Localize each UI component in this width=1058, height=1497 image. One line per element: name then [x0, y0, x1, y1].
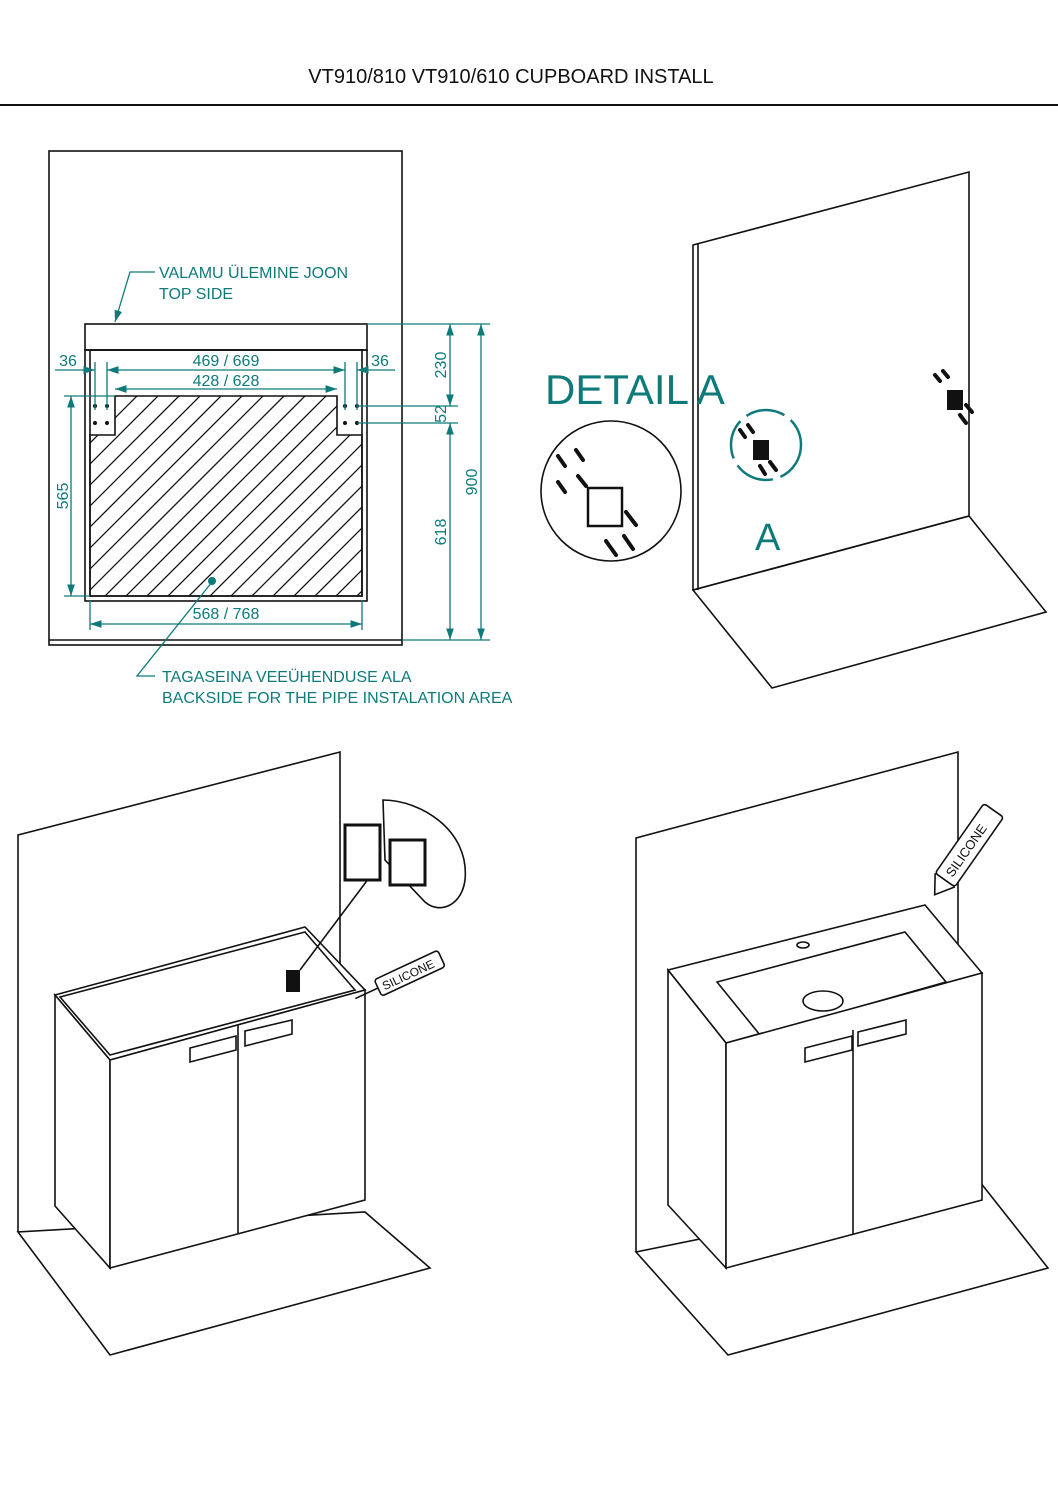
sink-install-view: SILICONE: [634, 750, 1050, 1356]
dim-lower-height: 618: [433, 519, 450, 546]
hatch-line: [90, 396, 270, 596]
hatch-line: [90, 396, 102, 596]
front-view: VALAMU ÜLEMINE JOON TOP SIDE TAGASEINA V…: [48, 150, 513, 707]
top-side-label-et: VALAMU ÜLEMINE JOON: [159, 264, 348, 282]
pipe-area-label-en: BACKSIDE FOR THE PIPE INSTALATION AREA: [162, 690, 513, 707]
hatch-line: [90, 396, 291, 596]
hatch-line: [289, 396, 362, 596]
dim-total-height: 900: [464, 469, 481, 496]
dim-bottom-width: 568 / 768: [193, 606, 260, 623]
detail-a-view: DETAIL A A: [540, 170, 1048, 689]
dim-height-left: 565: [55, 483, 72, 510]
hatch-line: [247, 396, 362, 596]
hatch-line: [90, 396, 249, 596]
dim-outer-width: 469 / 669: [193, 353, 260, 370]
hatch-line: [142, 396, 354, 596]
pipe-area: [89, 395, 363, 597]
detail-a-marker: A: [755, 517, 781, 559]
hatch-line: [100, 396, 312, 596]
hatch-line: [90, 396, 207, 596]
wall-outline: [48, 150, 403, 646]
bracket-icon: [586, 390, 963, 528]
dimension-lines: [55, 271, 490, 677]
screws-icon: [556, 369, 974, 557]
hatch-line: [90, 396, 186, 596]
hatch-line: [352, 396, 362, 596]
dim-top-gap: 230: [433, 352, 450, 379]
hatch-line: [90, 396, 165, 596]
dim-right-offset: 36: [371, 353, 389, 370]
page-title: VT910/810 VT910/610 CUPBOARD INSTALL: [308, 66, 713, 88]
hatch-line: [310, 396, 362, 596]
hatch-line: [121, 396, 333, 596]
hatch-line: [90, 396, 228, 596]
hatch-line: [226, 396, 362, 596]
cabinet-install-view: SILICONE: [16, 750, 467, 1356]
top-side-label-en: TOP SIDE: [159, 286, 233, 303]
pipe-area-hatch: [90, 396, 362, 596]
dim-left-offset: 36: [59, 353, 77, 370]
hatch-line: [268, 396, 362, 596]
detail-a-title: DETAIL A: [545, 366, 725, 413]
hatch-line: [205, 396, 362, 596]
dim-bracket-spacing: 52: [433, 405, 450, 423]
sink-top: [84, 323, 368, 351]
dim-inner-width: 428 / 628: [193, 373, 260, 390]
pipe-area-label-et: TAGASEINA VEEÜHENDUSE ALA: [162, 668, 412, 686]
